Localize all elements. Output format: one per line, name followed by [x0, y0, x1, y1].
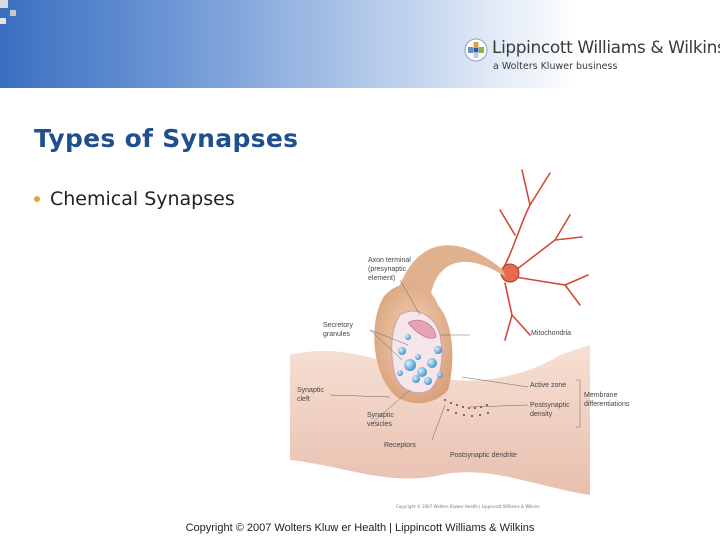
- receptor-dots: [444, 399, 489, 417]
- axon-shape: [400, 245, 506, 300]
- bullet-item: Chemical Synapses: [34, 188, 235, 210]
- label-mitochondria: Mitochondria: [531, 330, 572, 337]
- logo-mark-icon: [464, 38, 488, 62]
- corner-decoration: [0, 0, 8, 8]
- bullet-icon: [34, 196, 40, 202]
- label-membrane-differentiations: Membrane differentiations: [584, 392, 630, 408]
- label-active-zone: Active zone: [530, 382, 567, 389]
- synaptic-vesicles: [397, 334, 443, 385]
- corner-decoration: [10, 10, 16, 16]
- logo-name: Lippincott Williams & Wilkins: [492, 38, 720, 58]
- publisher-logo: Lippincott Williams & Wilkins a Wolters …: [464, 38, 720, 78]
- mitochondria-shape: [407, 319, 437, 339]
- bullet-text: Chemical Synapses: [50, 188, 235, 210]
- label-postsynaptic-dendrite: Postsynaptic dendrite: [450, 452, 517, 459]
- label-postsynaptic-density: Postsynaptic density: [530, 402, 570, 418]
- label-secretory-granules: Secretory granules: [323, 322, 353, 338]
- label-leader-lines: [329, 279, 581, 441]
- header-banner: [0, 0, 720, 88]
- label-synaptic-cleft: Synaptic cleft: [297, 387, 324, 403]
- figure-credit: Copyright © 2007 Wolters Kluwer Health |…: [396, 504, 540, 509]
- label-synaptic-vesicles: Synaptic vesicles: [367, 412, 394, 428]
- postsynaptic-dendrite-shape: [290, 345, 590, 495]
- synapse-illustration: [290, 169, 590, 495]
- footer-copyright: Copyright © 2007 Wolters Kluw er Health …: [185, 522, 535, 534]
- presynaptic-neuron: [499, 169, 589, 341]
- slide-title: Types of Synapses: [34, 124, 299, 153]
- logo-subtitle: a Wolters Kluwer business: [493, 61, 618, 72]
- corner-decoration: [0, 18, 6, 24]
- label-axon-terminal: Axon terminal (presynaptic element): [368, 257, 411, 282]
- label-receptors: Receptors: [384, 442, 416, 449]
